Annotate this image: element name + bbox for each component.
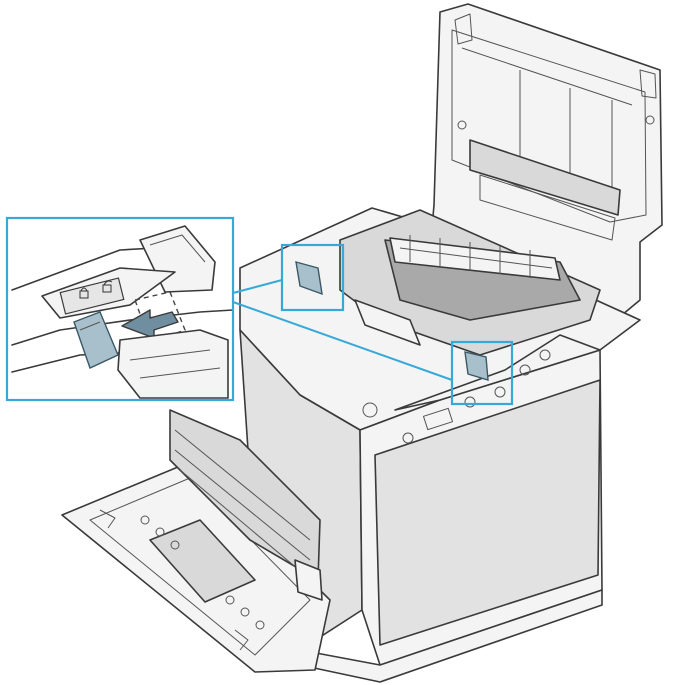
- toner-cartridges: [169, 409, 323, 601]
- zoom-inset-frame: [5, 216, 235, 402]
- printer-body: [239, 207, 641, 683]
- lever-closeup: [73, 311, 119, 369]
- lever-highlight-left: [280, 243, 345, 312]
- front-door: [61, 461, 331, 673]
- lever-left: [295, 261, 323, 296]
- unlock-icon: [102, 280, 113, 293]
- arrow-left-icon: [121, 309, 179, 339]
- zoom-inset: [7, 218, 234, 400]
- lock-panel: [59, 277, 125, 315]
- callout-connector-bottom: [232, 301, 453, 381]
- lever-highlight-right: [450, 340, 514, 406]
- lever-right: [464, 351, 489, 381]
- lock-icon: [79, 287, 89, 299]
- callout-connector-top: [232, 279, 283, 294]
